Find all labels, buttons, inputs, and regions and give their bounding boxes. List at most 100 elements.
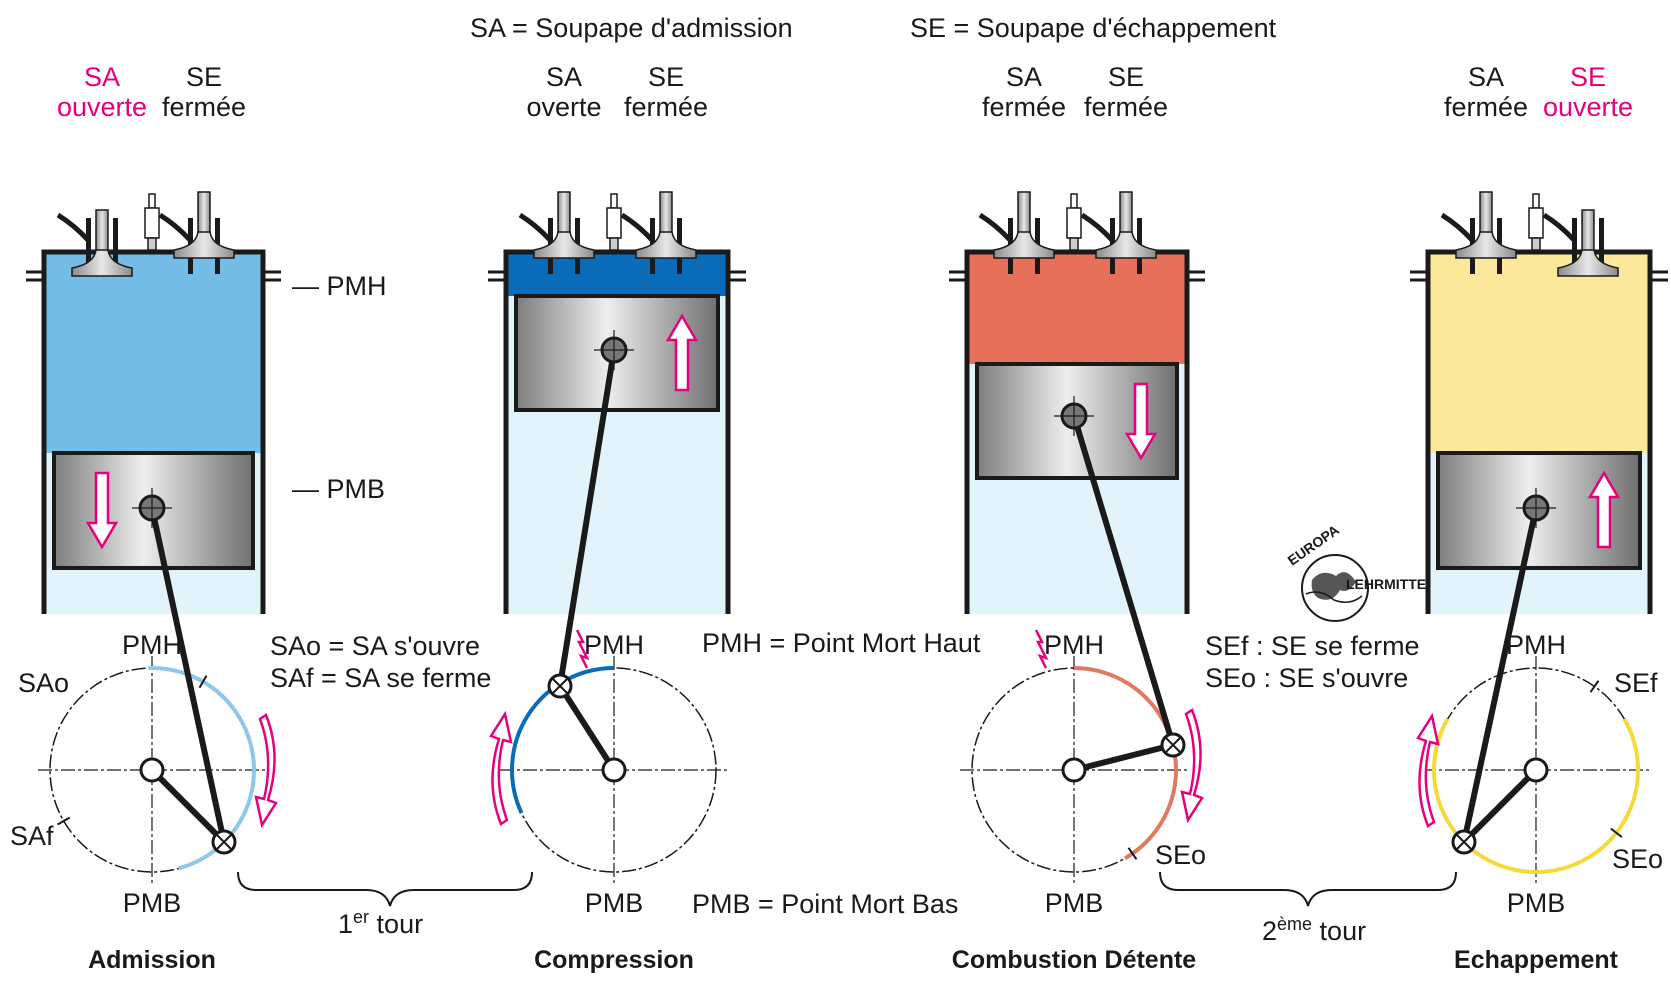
stage-1-wrist-pin-cross xyxy=(132,488,172,528)
stage-2-pmh-label: PMH xyxy=(584,630,644,660)
spark-plug-base xyxy=(147,237,157,251)
stage-1-cylinder-wall xyxy=(41,249,266,614)
stage-4-timing-label-2: SEo xyxy=(1612,844,1663,874)
stage-4-timing-tick-2 xyxy=(1610,827,1623,838)
stage-2-valve-left-label: SA xyxy=(546,62,582,92)
stage-4-pmh-label: PMH xyxy=(1506,630,1566,660)
stage-3-exhaust-valve-port-curve xyxy=(1080,212,1114,242)
stage-3-valve-right-label: SE xyxy=(1108,62,1144,92)
stage-2-connecting-rod xyxy=(557,349,617,687)
stage-3-connecting-rod xyxy=(1071,415,1176,746)
stage-4-crank-axes xyxy=(1422,656,1650,884)
stage-3-valve-left-label: SA xyxy=(1006,62,1042,92)
stage-3-spark-plug xyxy=(1066,193,1082,251)
stage-4-exhaust-valve-guide-left xyxy=(1572,218,1577,274)
stage-1-timing-label-2: SAf xyxy=(10,821,54,851)
stage-1-exhaust-valve-head xyxy=(173,231,235,259)
stage-4-crank-pin-cross xyxy=(1456,834,1472,850)
spark-plug-base xyxy=(609,237,619,251)
stage-1-exhaust-valve-port-curve xyxy=(158,212,192,242)
stage-1-connecting-rod xyxy=(149,507,227,843)
stage-1-valve-right-state: fermée xyxy=(162,92,246,122)
legend-sao-definition: SAo = SA s'ouvre xyxy=(270,631,480,661)
stage-4-crankshaft-center xyxy=(1523,757,1549,783)
stage-2-piston-direction-arrow xyxy=(665,313,699,392)
stage-4-rotation-arrow xyxy=(1416,712,1440,828)
stage-2-spark-plug xyxy=(606,193,622,251)
stage-1-intake-valve-guide-left xyxy=(86,218,91,274)
stage-4-exhaust-valve-guide-right xyxy=(1599,218,1604,274)
stage-2-valve-right-state: fermée xyxy=(624,92,708,122)
first-tour-brace xyxy=(237,871,533,907)
stage-4-valve-right-state: ouverte xyxy=(1543,92,1633,122)
stage-4-intake-valve-head xyxy=(1455,231,1517,259)
stage-3-valve-left-state: fermée xyxy=(982,92,1066,122)
stage-1-intake-valve-port-curve xyxy=(56,212,90,242)
side-label-pmh: — PMH xyxy=(292,271,387,301)
stage-3-timing-tick-1 xyxy=(1127,847,1138,860)
legend-saf-definition: SAf = SA se ferme xyxy=(270,663,491,693)
stage-3-title: Combustion Détente xyxy=(952,946,1197,974)
stage-2-stroke-arc xyxy=(510,666,615,814)
legend-pmh-definition: PMH = Point Mort Haut xyxy=(702,628,981,658)
legend-sef-definition: SEf : SE se ferme xyxy=(1205,631,1420,661)
stage-1-piston-direction-arrow xyxy=(85,471,119,550)
second-tour-brace xyxy=(1159,871,1457,907)
stage-3-rotation-arrow xyxy=(1180,708,1204,824)
stage-3-cylinder-wall xyxy=(964,249,1190,614)
stage-2-valve-left-state: overte xyxy=(526,92,601,122)
stage-4-timing-tick-1 xyxy=(1589,680,1600,693)
stage-4-head-gasket xyxy=(1410,270,1668,282)
stage-1-valve-left-state: ouverte xyxy=(57,92,147,122)
stage-3-timing-label-1: SEo xyxy=(1155,840,1206,870)
spark-plug-tip xyxy=(1532,193,1540,209)
stage-1-pmb-label: PMB xyxy=(123,888,182,918)
stage-2-wrist-pin-cross xyxy=(594,330,634,370)
stage-4-piston-direction-arrow xyxy=(1587,470,1621,549)
stage-3-spark-icon xyxy=(1034,629,1049,669)
stage-1-crank-pin-cross xyxy=(216,834,232,850)
stage-3-head-gasket xyxy=(949,270,1205,282)
stage-4-connecting-rod xyxy=(1461,507,1539,843)
logo-text-side: LEHRMITTEL xyxy=(1346,576,1435,592)
second-tour-label: 2ème tour xyxy=(1262,914,1366,946)
stage-2-head-gasket xyxy=(488,270,746,282)
stage-4-spark-plug xyxy=(1528,193,1544,251)
stage-3-crankshaft-center xyxy=(1061,757,1087,783)
stage-4-wrist-pin-cross xyxy=(1516,488,1556,528)
stage-2-valve-right-label: SE xyxy=(648,62,684,92)
stage-3-exhaust-valve-head xyxy=(1095,231,1157,259)
spark-plug-base xyxy=(1531,237,1541,251)
stage-1-timing-label-1: SAo xyxy=(18,668,69,698)
spark-plug-tip xyxy=(148,193,156,209)
spark-plug-body xyxy=(1528,207,1544,239)
legend-sa-definition: SA = Soupape d'admission xyxy=(470,13,793,43)
stage-1-spark-plug xyxy=(144,193,160,251)
stage-1-intake-valve-head xyxy=(71,249,133,277)
stage-4-pmb-label: PMB xyxy=(1507,888,1566,918)
stage-4-exhaust-valve-head xyxy=(1557,249,1619,277)
stage-2-spark-icon xyxy=(575,629,590,669)
stage-3-wrist-pin-cross xyxy=(1054,396,1094,436)
spark-plug-tip xyxy=(1070,193,1078,209)
legend-pmb-definition: PMB = Point Mort Bas xyxy=(692,889,958,919)
stage-3-crank-axes xyxy=(960,656,1188,884)
legend-seo-definition: SEo : SE s'ouvre xyxy=(1205,663,1408,693)
stage-3-intake-valve-port-curve xyxy=(978,212,1012,242)
stage-3-piston-direction-arrow xyxy=(1124,382,1158,461)
stage-4-exhaust-valve-port-curve xyxy=(1542,212,1576,242)
spark-plug-body xyxy=(1066,207,1082,239)
spark-plug-body xyxy=(144,207,160,239)
stage-4-valve-right-label: SE xyxy=(1570,62,1606,92)
stage-2-intake-valve-port-curve xyxy=(518,212,552,242)
stage-4-stroke-arc xyxy=(1432,718,1640,874)
stage-2-exhaust-valve-port-curve xyxy=(620,212,654,242)
spark-plug-tip xyxy=(610,193,618,209)
stage-4-valve-left-label: SA xyxy=(1468,62,1504,92)
stage-1-head-gasket xyxy=(26,270,281,282)
europa-lehrmittel-logo: EUROPA LEHRMITTEL xyxy=(1285,522,1435,622)
stage-2-title: Compression xyxy=(534,946,694,974)
